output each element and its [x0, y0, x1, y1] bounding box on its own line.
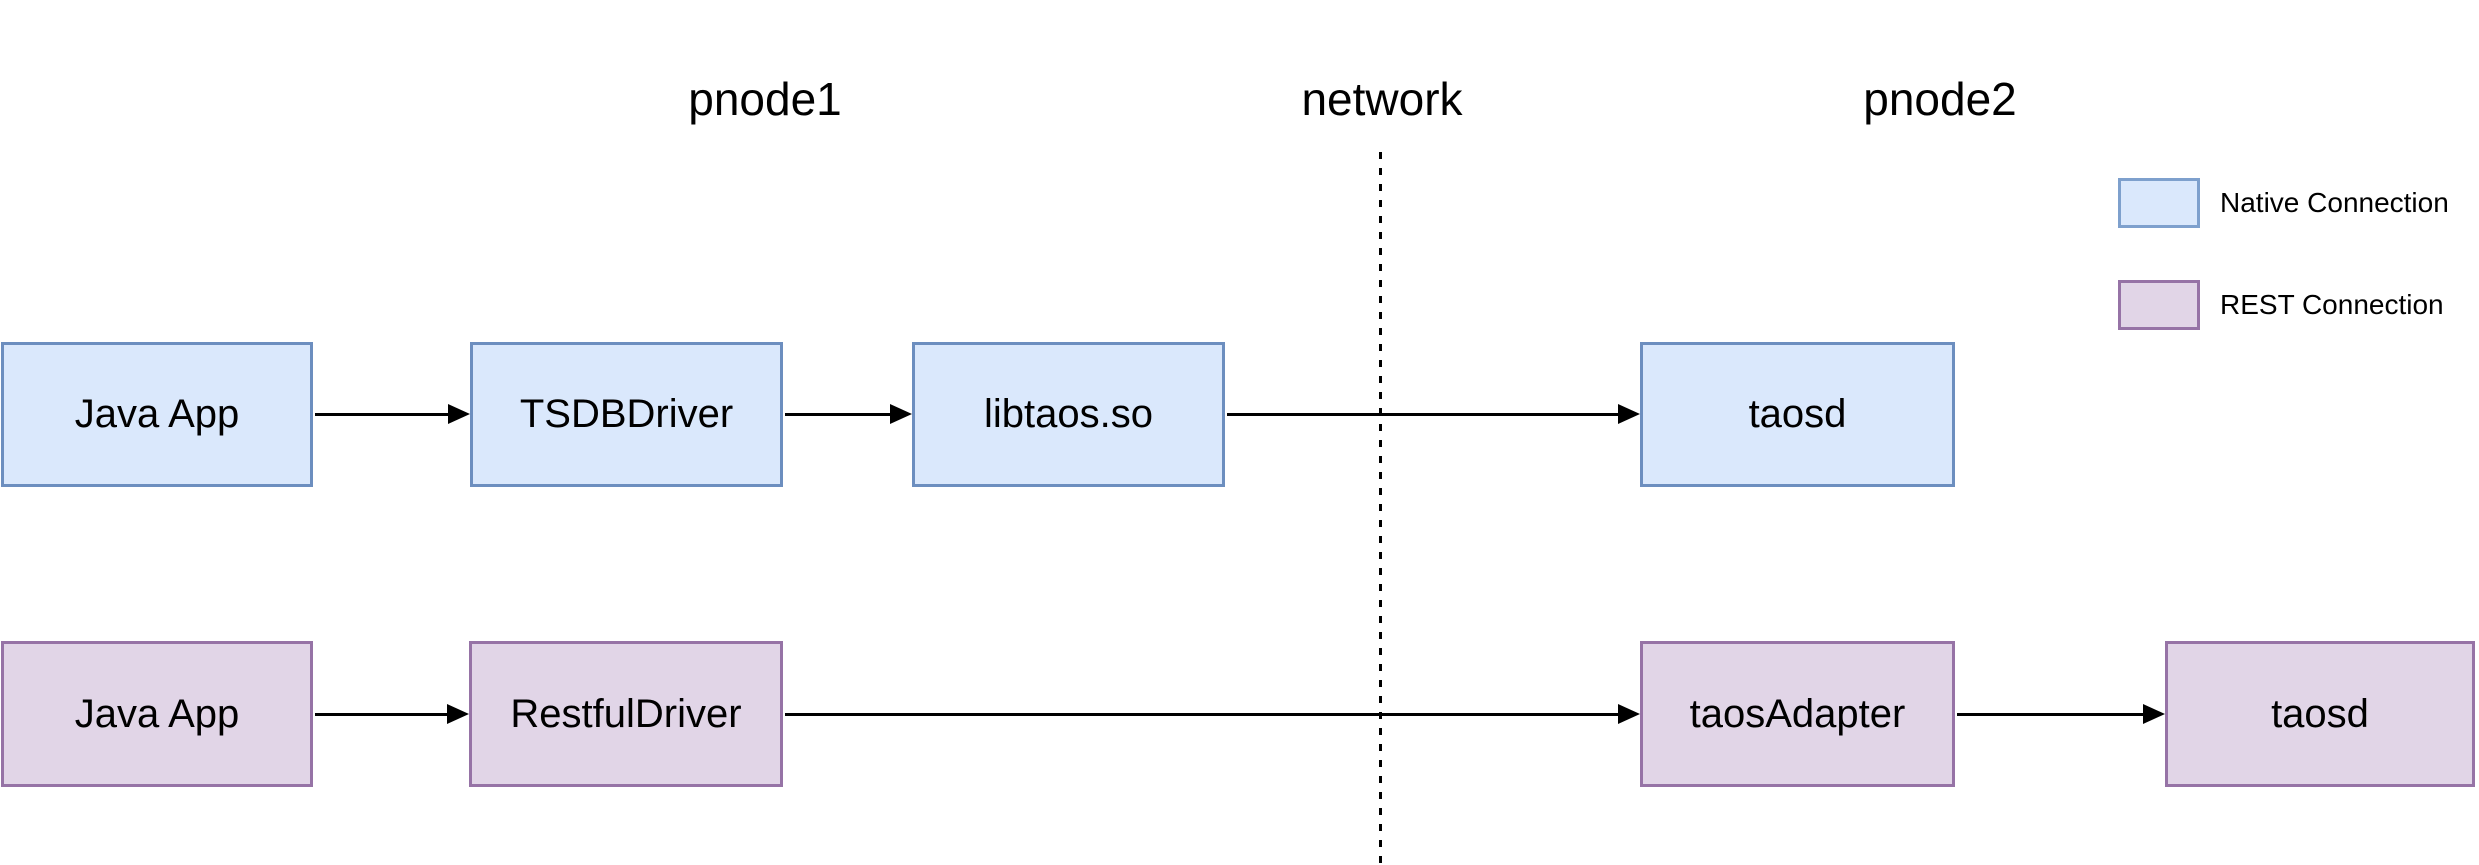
arrow-shaft [315, 412, 448, 416]
node-tsdbdriver: TSDBDriver [470, 342, 783, 487]
arrowhead-icon [447, 704, 469, 724]
arrow-tsdbdriver-to-libtaos [785, 404, 912, 424]
node-taosd-rest: taosd [2165, 641, 2475, 787]
arrow-shaft [785, 712, 1618, 716]
arrow-shaft [785, 412, 890, 416]
arrowhead-icon [890, 404, 912, 424]
arrow-restfuldriver-to-taosadapter [785, 704, 1640, 724]
arrow-javaapp-to-tsdbdriver [315, 404, 470, 424]
column-title-network: network [1301, 73, 1463, 125]
legend-swatch-native [2118, 178, 2200, 228]
node-taosd-native: taosd [1640, 342, 1955, 487]
network-divider-line [1379, 152, 1382, 865]
arrow-taosadapter-to-taosd [1957, 704, 2165, 724]
node-java-app-rest: Java App [1, 641, 313, 787]
arrow-shaft [1227, 412, 1618, 416]
arrowhead-icon [1618, 404, 1640, 424]
arrow-libtaos-to-taosd [1227, 404, 1640, 424]
legend-label-native: Native Connection [2220, 187, 2449, 218]
arrow-shaft [315, 712, 447, 716]
legend-item-rest: REST Connection [2118, 280, 2444, 330]
arrow-javaapp-to-restfuldriver [315, 704, 469, 724]
legend-item-native: Native Connection [2118, 178, 2449, 228]
node-java-app-native: Java App [1, 342, 313, 487]
node-taosadapter: taosAdapter [1640, 641, 1955, 787]
arrowhead-icon [448, 404, 470, 424]
node-restfuldriver: RestfulDriver [469, 641, 783, 787]
arrowhead-icon [2143, 704, 2165, 724]
node-libtaos-so: libtaos.so [912, 342, 1225, 487]
column-title-pnode2: pnode2 [1863, 73, 2017, 125]
arrowhead-icon [1618, 704, 1640, 724]
legend-label-rest: REST Connection [2220, 289, 2444, 320]
column-title-pnode1: pnode1 [688, 73, 842, 125]
legend-swatch-rest [2118, 280, 2200, 330]
arrow-shaft [1957, 712, 2143, 716]
